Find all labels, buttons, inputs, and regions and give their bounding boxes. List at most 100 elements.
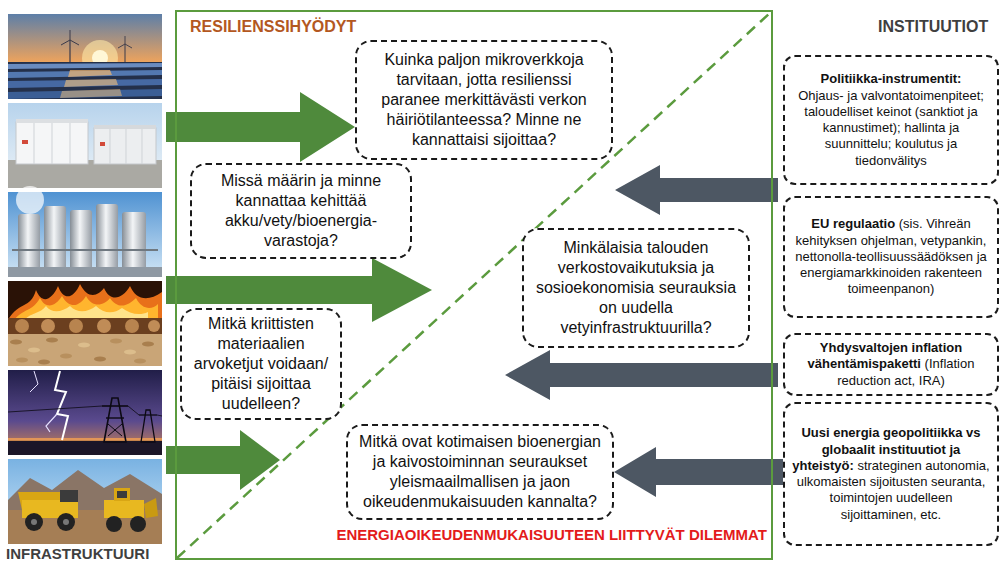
bioenergy-photo: [38, 360, 50, 365]
solar-photo: [118, 44, 125, 48]
bioenergy-photo: [8, 281, 162, 366]
battery-photo: [94, 128, 156, 164]
mining-photo: [60, 490, 78, 502]
institution-box: Yhdysvaltojen inflation vähentämispakett…: [783, 333, 999, 396]
institution-arrows: [505, 350, 778, 400]
grid-storm-photo: [8, 370, 162, 455]
grid-storm-photo: [8, 440, 162, 455]
solar-photo: [61, 40, 70, 45]
region-label: RESILIENSSIHYÖDYT: [190, 18, 356, 36]
column-heading: INFRASTRUKTUURI: [6, 546, 149, 563]
battery-photo: [16, 122, 88, 164]
grid-storm-photo: [157, 415, 162, 416]
box-heading: EU regulaatio: [811, 216, 895, 231]
solar-photo: [125, 44, 126, 62]
grid-storm-photo: [108, 424, 122, 436]
hydrogen-photo: [12, 249, 158, 251]
grid-storm-photo: [46, 414, 57, 432]
bioenergy-photo: [97, 319, 111, 333]
mining-photo: [8, 459, 162, 544]
box-content: Uusi energia geopolitiikka vs globaalit …: [791, 425, 991, 523]
box-content: Politiikka-instrumentit:Ohjaus- ja valvo…: [791, 71, 991, 169]
mining-photo: [114, 488, 130, 501]
question-text: Mitkä ovat kotimaisen bioenergian ja kai…: [356, 432, 604, 512]
bioenergy-photo: [134, 359, 146, 364]
grid-storm-photo: [106, 417, 124, 418]
bioenergy-photo: [124, 350, 136, 355]
battery-photo: [126, 129, 127, 164]
battery-photo: [94, 125, 156, 129]
question-box: Minkälaisia talouden verkostovaikutuksia…: [522, 228, 750, 348]
box-content: Yhdysvaltojen inflation vähentämispakett…: [791, 340, 991, 389]
solar-photo: [8, 14, 162, 99]
bioenergy-photo: [15, 319, 29, 333]
institution-arrows: [615, 165, 778, 215]
box-body: Ohjaus- ja valvontatoimenpiteet; taloude…: [791, 88, 991, 169]
question-box: Mitkä ovat kotimaisen bioenergian ja kai…: [346, 424, 614, 520]
bioenergy-photo: [78, 343, 90, 348]
infrastructure-arrows: [166, 430, 280, 490]
mining-photo: [25, 513, 43, 531]
hydrogen-photo: [8, 267, 162, 277]
battery-photo: [142, 129, 143, 164]
grid-storm-photo: [8, 438, 162, 441]
battery-photo: [8, 103, 162, 188]
solar-photo: [8, 63, 162, 69]
grid-storm-photo: [104, 398, 126, 442]
mining-photo: [144, 498, 158, 518]
box-content: Minkälaisia talouden verkostovaikutuksia…: [532, 238, 740, 338]
solar-photo: [70, 30, 71, 40]
box-content: Mitkä ovat kotimaisen bioenergian ja kai…: [356, 432, 604, 512]
bioenergy-photo: [8, 318, 162, 334]
battery-photo: [8, 103, 162, 188]
bioenergy-photo: [28, 348, 40, 353]
mining-photo: [104, 500, 144, 518]
mining-photo: [117, 491, 127, 498]
question-text: Kuinka paljon mikroverkkoja tarvitaan, j…: [365, 50, 603, 150]
hydrogen-photo: [8, 186, 162, 277]
box-content: Mitkä kriittisten materiaalien arvoketju…: [190, 314, 332, 414]
bioenergy-photo: [69, 319, 83, 333]
box-content: Kuinka paljon mikroverkkoja tarvitaan, j…: [365, 50, 603, 150]
grid-storm-photo: [102, 405, 128, 407]
grid-storm-photo: [128, 406, 139, 415]
battery-photo: [22, 140, 28, 144]
institution-box: EU regulaatio(sis. Vihreän kehityksen oh…: [783, 196, 999, 318]
grid-storm-photo: [55, 371, 68, 440]
solar-photo: [69, 40, 70, 62]
solar-photo: [64, 79, 118, 87]
solar-photo: [8, 89, 162, 99]
solar-photo: [8, 62, 162, 99]
mining-photo: [8, 459, 162, 544]
question-text: Mitkä kriittisten materiaalien arvoketju…: [190, 314, 332, 414]
region-frame: RESILIENSSIHYÖDYT ENERGIAOIKEUDENMUKAISUU…: [175, 10, 773, 560]
question-text: Missä määrin ja minne kannattaa kehittää…: [200, 171, 402, 251]
column-heading: INSTITUUTIOT: [878, 18, 988, 36]
hydrogen-photo: [16, 186, 44, 214]
bioenergy-photo: [41, 319, 55, 333]
box-content: Missä määrin ja minne kannattaa kehittää…: [200, 171, 402, 251]
question-box: Mitkä kriittisten materiaalien arvoketju…: [180, 308, 342, 420]
box-heading: Politiikka-instrumentit:: [791, 71, 991, 87]
solar-photo: [125, 44, 132, 48]
hydrogen-photo: [96, 204, 118, 270]
institution-box: Uusi energia geopolitiikka vs globaalit …: [783, 402, 999, 546]
grid-storm-photo: [108, 424, 122, 436]
hydrogen-photo: [122, 212, 146, 270]
bioenergy-photo: [142, 342, 154, 347]
mining-photo: [63, 519, 69, 525]
solar-photo: [60, 89, 122, 98]
question-text: Minkälaisia talouden verkostovaikutuksia…: [532, 238, 740, 338]
mining-photo: [130, 516, 146, 532]
bioenergy-photo: [148, 320, 160, 332]
question-box: Missä määrin ja minne kannattaa kehittää…: [190, 163, 412, 259]
bioenergy-photo: [60, 354, 72, 359]
mining-photo: [57, 513, 75, 531]
bioenergy-photo: [8, 284, 162, 322]
hydrogen-photo: [70, 210, 92, 270]
bioenergy-photo: [46, 338, 58, 343]
solar-photo: [68, 70, 112, 77]
bioenergy-photo: [8, 281, 162, 366]
region-label: ENERGIAOIKEUDENMUKAISUUTEEN LIITTYVÄT DI…: [336, 526, 767, 543]
